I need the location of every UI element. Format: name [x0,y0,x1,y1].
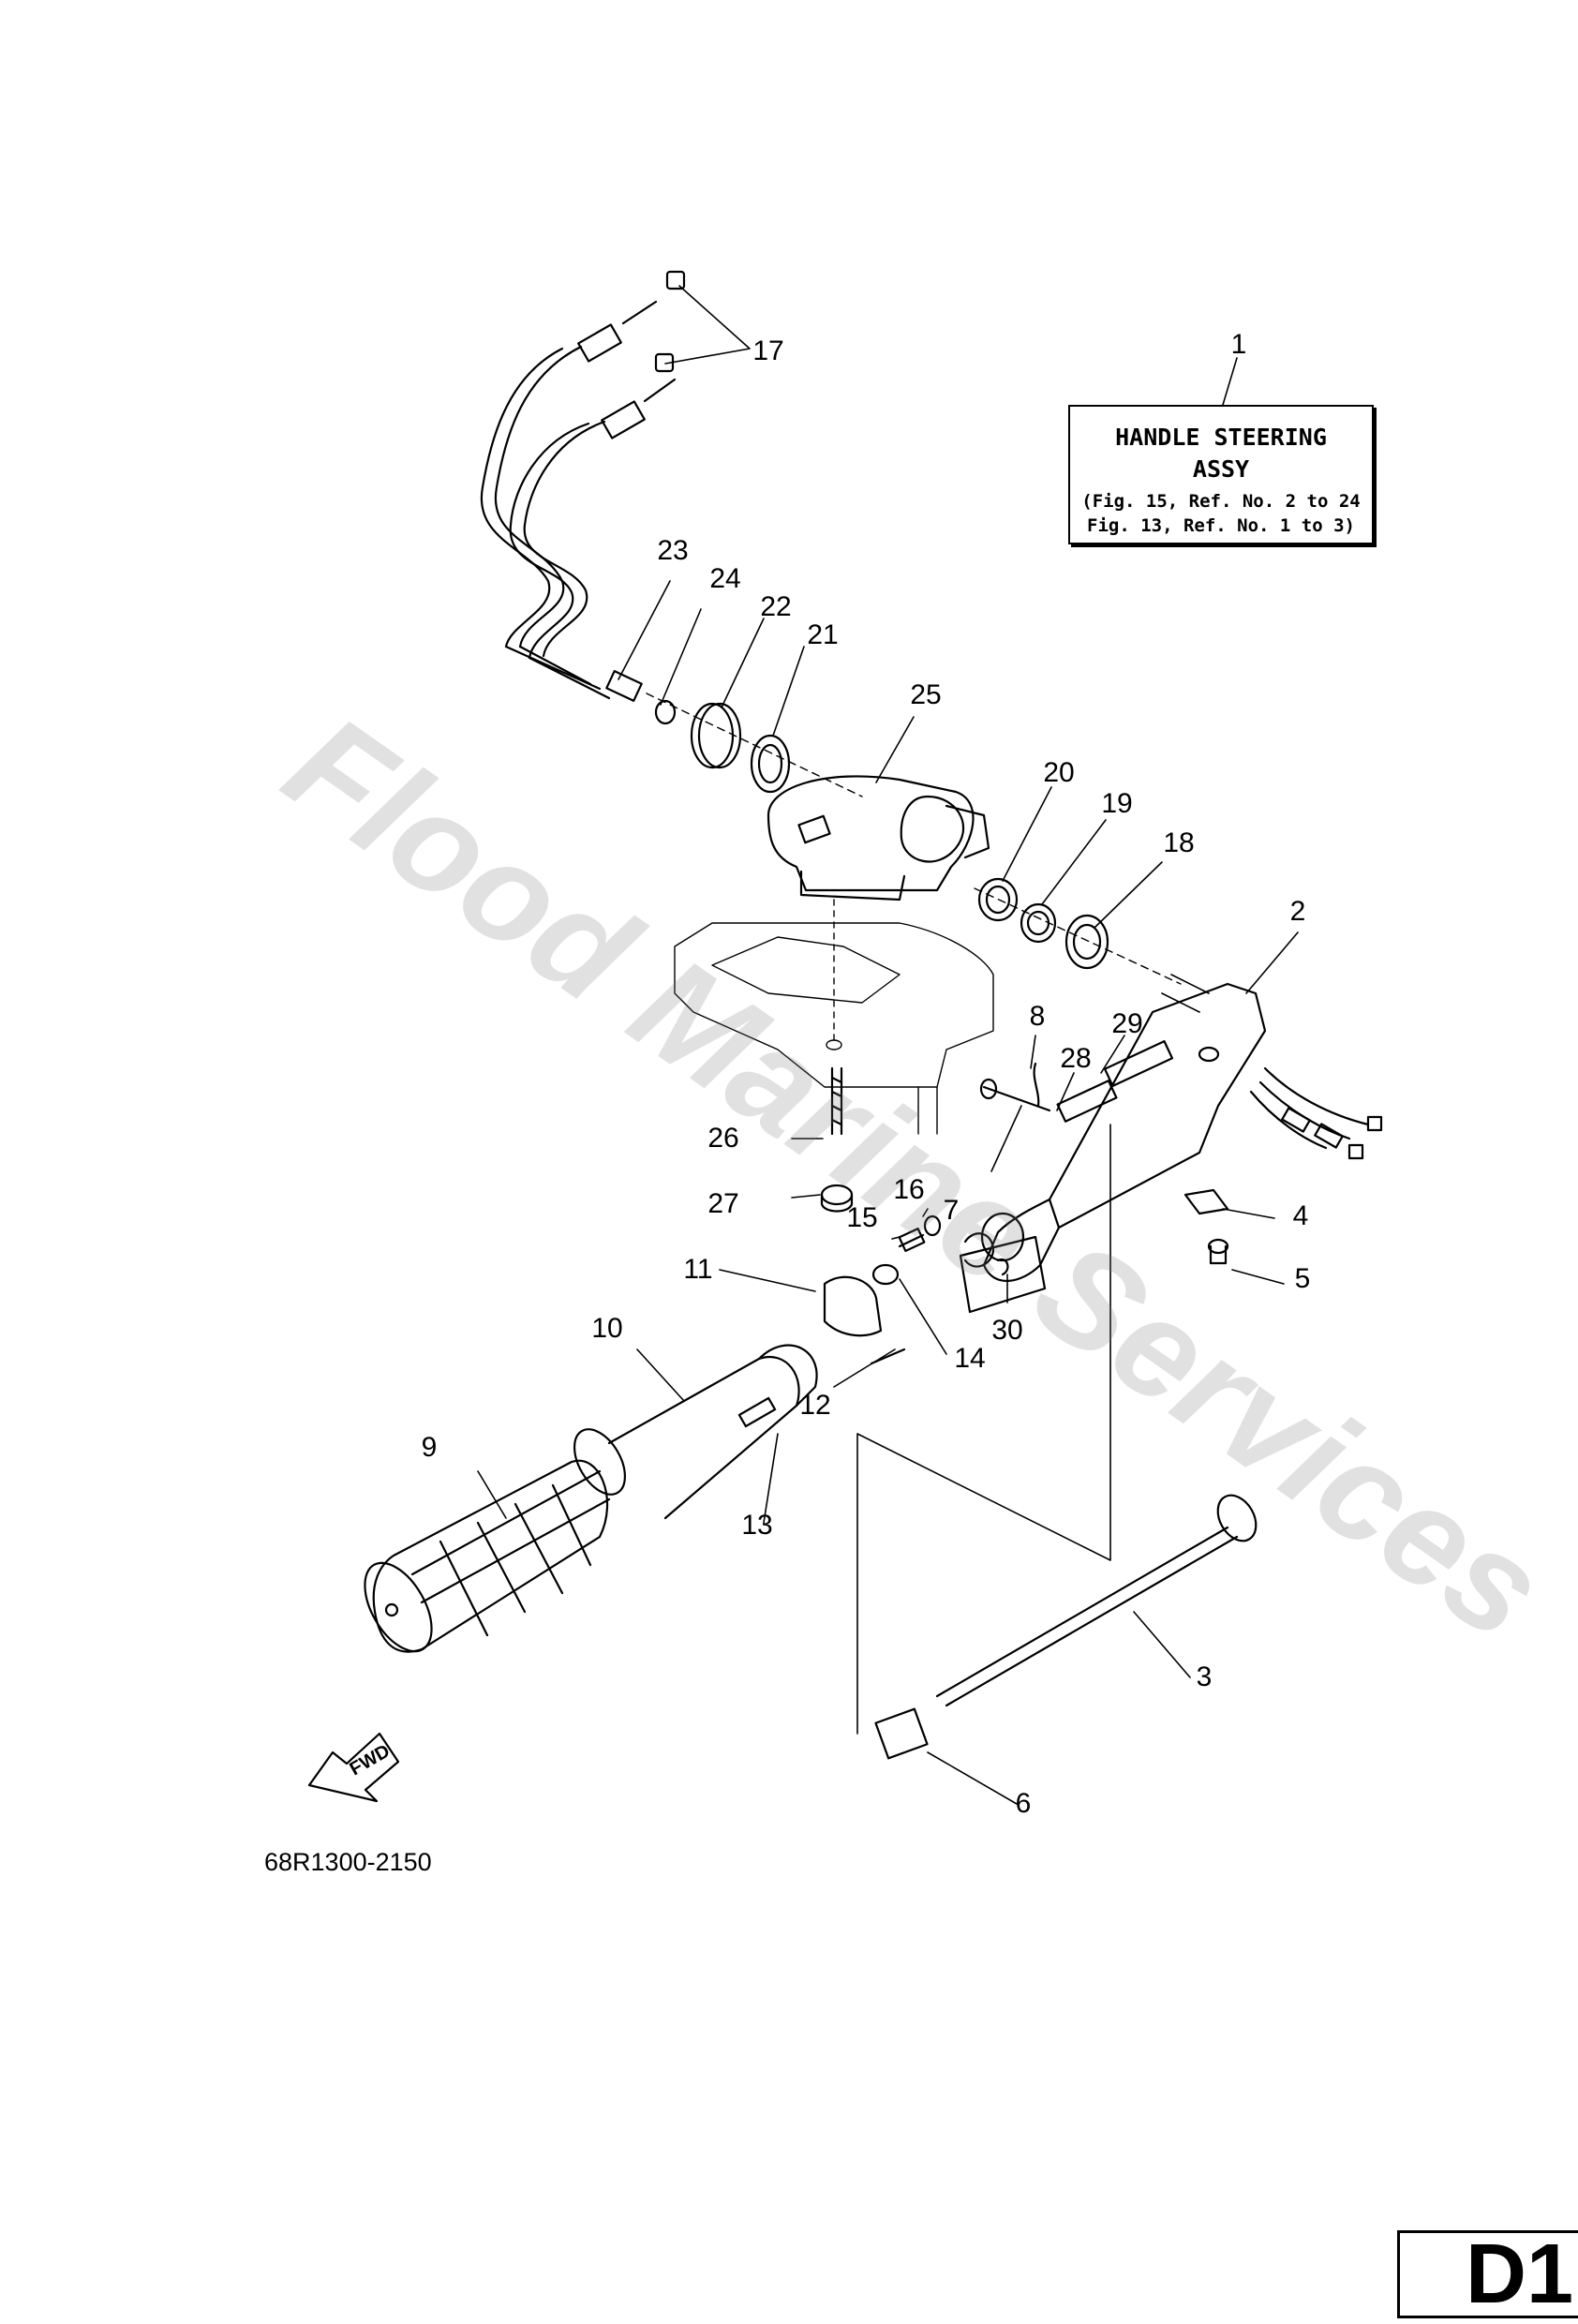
callout-20: 20 [1043,757,1075,788]
callout-8: 8 [1029,1001,1046,1032]
callout-17: 17 [752,335,784,366]
callout-25: 25 [910,679,942,710]
callout-7: 7 [943,1195,960,1226]
callout-13: 13 [741,1510,773,1541]
callout-15: 15 [846,1202,878,1233]
callout-9: 9 [421,1432,438,1463]
shift-rod [856,1124,1258,1760]
assembly-ref-line1: (Fig. 15, Ref. No. 2 to 24 [1081,491,1361,512]
callout-6: 6 [1015,1788,1032,1819]
callout-30: 30 [991,1315,1023,1346]
callout-4: 4 [1292,1200,1309,1231]
callout-21: 21 [807,619,839,650]
callout-1: 1 [1230,329,1247,360]
callout-3: 3 [1196,1661,1213,1692]
callout-2: 2 [1289,896,1306,927]
adjust-parts [871,1214,942,1286]
steering-bracket [767,775,990,901]
callout-23: 23 [657,535,689,566]
throttle-cables [480,270,751,700]
assembly-title-line2: ASSY [1192,455,1250,483]
washers [974,877,1182,985]
steering-handle [963,974,1383,1282]
page-tag: D1 [1397,2227,1578,2321]
throttle-grip [364,1275,906,1653]
callout-19: 19 [1101,788,1133,819]
assembly-title-line1: HANDLE STEERING [1115,424,1327,451]
label-plate [959,1235,1047,1314]
callout-5: 5 [1294,1263,1311,1294]
assembly-info-box: HANDLE STEERING ASSY (Fig. 15, Ref. No. … [1068,405,1374,544]
page-tag-label: D1 [1466,2227,1574,2321]
part-code: 68R1300-2150 [264,1848,432,1876]
callout-16: 16 [893,1174,925,1205]
assembly-ref-line2: Fig. 13, Ref. No. 1 to 3) [1087,515,1355,536]
fwd-arrow-icon [307,1732,400,1803]
callout-27: 27 [707,1188,739,1219]
callout-18: 18 [1163,827,1195,858]
callout-10: 10 [591,1313,623,1344]
mount-plate [674,899,994,1135]
clip-and-screw [1184,1188,1229,1265]
callout-28: 28 [1060,1043,1092,1074]
stud-and-nut [820,1066,854,1213]
callout-22: 22 [760,591,792,622]
pivot-bolt [979,1062,1051,1112]
callout-11: 11 [683,1254,713,1285]
callout-24: 24 [709,563,741,594]
callout-26: 26 [707,1123,739,1154]
callout-29: 29 [1111,1008,1143,1039]
leader-lines [477,357,1299,1805]
callout-14: 14 [954,1343,986,1374]
callout-12: 12 [799,1390,831,1421]
